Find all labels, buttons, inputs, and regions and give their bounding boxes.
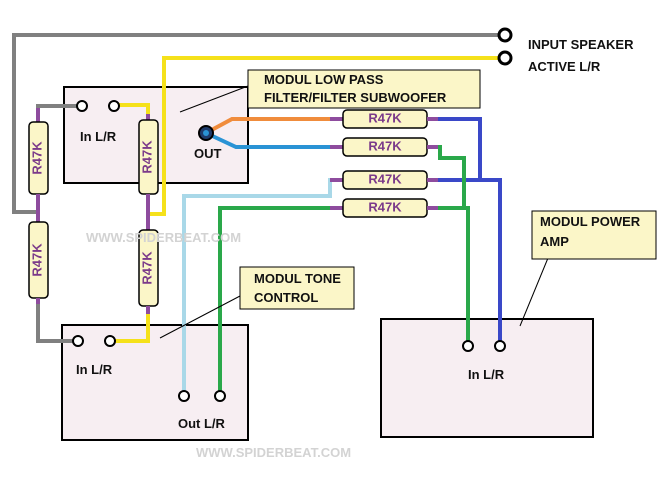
tone-leader-line (159, 295, 241, 339)
watermark-upper: WWW.SPIDERBEAT.COM (86, 230, 241, 245)
power-in-label: In L/R (468, 367, 505, 382)
power-in-jack-right[interactable] (494, 340, 506, 352)
power-callout (531, 210, 657, 260)
yellow-wire-tone-in (110, 312, 150, 343)
tone-out-jack-right[interactable] (214, 390, 226, 402)
resistor-vertical-3: R47K (138, 114, 159, 214)
tone-title-line1: MODUL TONE (254, 271, 341, 286)
green-wire-tone-out (218, 206, 340, 393)
lowpass-callout (247, 69, 481, 109)
yellow-wire-input (148, 56, 498, 216)
resistor-vertical-2: R47K (28, 212, 49, 304)
power-in-jack-left[interactable] (462, 340, 474, 352)
tone-in-jack-left[interactable] (72, 335, 84, 347)
resistor-label: R47K (139, 251, 154, 285)
resistor-horizontal-3: R47K (330, 170, 438, 190)
lowpass-in-jack-left[interactable] (76, 100, 88, 112)
lowpass-title-line1: MODUL LOW PASS (264, 72, 384, 87)
tone-title-line2: CONTROL (254, 290, 318, 305)
resistor-label: R47K (368, 171, 402, 186)
navy-wire-amp-in (480, 178, 502, 343)
lowpass-out-label: OUT (194, 146, 222, 161)
resistor-horizontal-2: R47K (330, 137, 438, 157)
resistor-horizontal-4: R47K (330, 198, 438, 218)
resistor-label: R47K (368, 138, 402, 153)
lowpass-out-jack[interactable] (198, 125, 214, 141)
input-active-label: ACTIVE L/R (528, 59, 601, 74)
resistor-label: R47K (139, 140, 154, 174)
lowpass-in-label: In L/R (80, 129, 117, 144)
tone-module-box (61, 324, 249, 441)
orange-wire-out (205, 117, 340, 135)
power-module-box (380, 318, 594, 438)
watermark-lower: WWW.SPIDERBEAT.COM (196, 445, 351, 460)
tone-out-label: Out L/R (178, 416, 226, 431)
lowpass-title-line2: FILTER/FILTER SUBWOOFER (264, 90, 447, 105)
blue-wire-out (205, 131, 340, 149)
input-speaker-label: INPUT SPEAKER (528, 37, 634, 52)
lowpass-leader-line (179, 85, 249, 113)
green-wire-bus (430, 145, 466, 210)
power-title-line1: MODUL POWER (540, 214, 641, 229)
resistor-label: R47K (29, 243, 44, 277)
lowpass-in-jack-right[interactable] (108, 100, 120, 112)
green-wire-amp-in (464, 206, 470, 343)
navy-wire-bus (430, 117, 482, 182)
resistor-horizontal-1: R47K (330, 109, 438, 129)
gray-wire-input (12, 33, 498, 214)
gray-wire-lowpass-in (36, 104, 82, 108)
power-title-line2: AMP (540, 234, 569, 249)
tone-in-label: In L/R (76, 362, 113, 377)
tone-out-jack-left[interactable] (178, 390, 190, 402)
resistor-vertical-4: R47K (138, 214, 159, 314)
tone-in-jack-right[interactable] (104, 335, 116, 347)
input-jack-bottom[interactable] (497, 50, 513, 66)
gray-wire-tone-in (36, 300, 78, 343)
resistor-label: R47K (29, 141, 44, 175)
tone-callout (239, 266, 355, 310)
resistor-label: R47K (368, 199, 402, 214)
resistor-label: R47K (368, 110, 402, 125)
power-leader-line (519, 257, 549, 327)
resistor-vertical-1: R47K (28, 108, 49, 212)
input-jack-top[interactable] (497, 27, 513, 43)
yellow-wire-lowpass-in (114, 103, 150, 118)
